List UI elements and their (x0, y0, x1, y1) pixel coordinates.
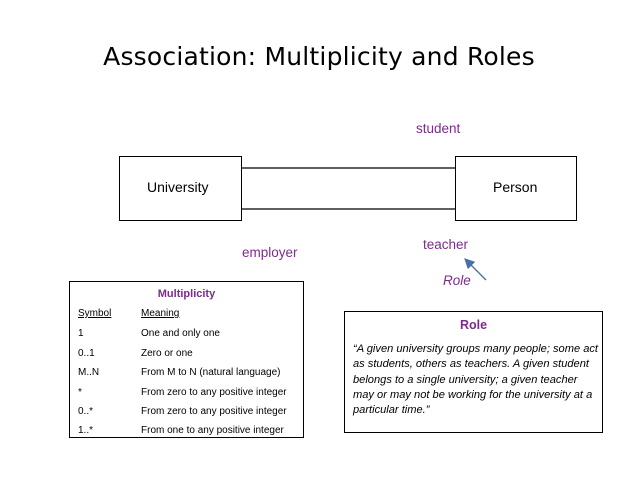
meaning-cell: From zero to any positive integer (141, 406, 287, 417)
page-title: Association: Multiplicity and Roles (103, 42, 535, 71)
symbol-cell: 0..* (78, 406, 94, 417)
meaning-cell: Zero or one (141, 348, 193, 359)
meaning-cell: From one to any positive integer (141, 425, 284, 436)
role-note-text: “A given university groups many people; … (353, 343, 599, 417)
symbol-cell: 1..* (78, 425, 94, 436)
multiplicity-table: Multiplicity Symbol Meaning 1 One and on… (69, 281, 304, 438)
role-note-box: Role “A given university groups many peo… (344, 311, 603, 433)
meaning-cell: From M to N (natural language) (141, 367, 281, 378)
header-symbol: Symbol (78, 308, 112, 319)
meaning-cell: From zero to any positive integer (141, 387, 287, 398)
symbol-cell: 0..1 (78, 348, 95, 359)
university-class-name: University (147, 179, 209, 195)
university-class-box: University (119, 156, 242, 221)
meaning-cell: One and only one (141, 328, 220, 339)
header-meaning: Meaning (141, 308, 180, 319)
symbol-cell: * (78, 387, 82, 398)
person-class-name: Person (493, 179, 538, 195)
role-label-student: student (416, 121, 461, 136)
role-pointer-arrow (464, 258, 487, 281)
role-pointer-label: Role (443, 273, 471, 288)
symbol-cell: M..N (78, 367, 100, 378)
symbol-cell: 1 (78, 328, 84, 339)
multiplicity-title: Multiplicity (157, 288, 216, 300)
person-class-box: Person (455, 156, 577, 221)
role-note-title: Role (459, 318, 488, 332)
role-label-employer: employer (242, 245, 298, 260)
role-label-teacher: teacher (423, 237, 469, 252)
